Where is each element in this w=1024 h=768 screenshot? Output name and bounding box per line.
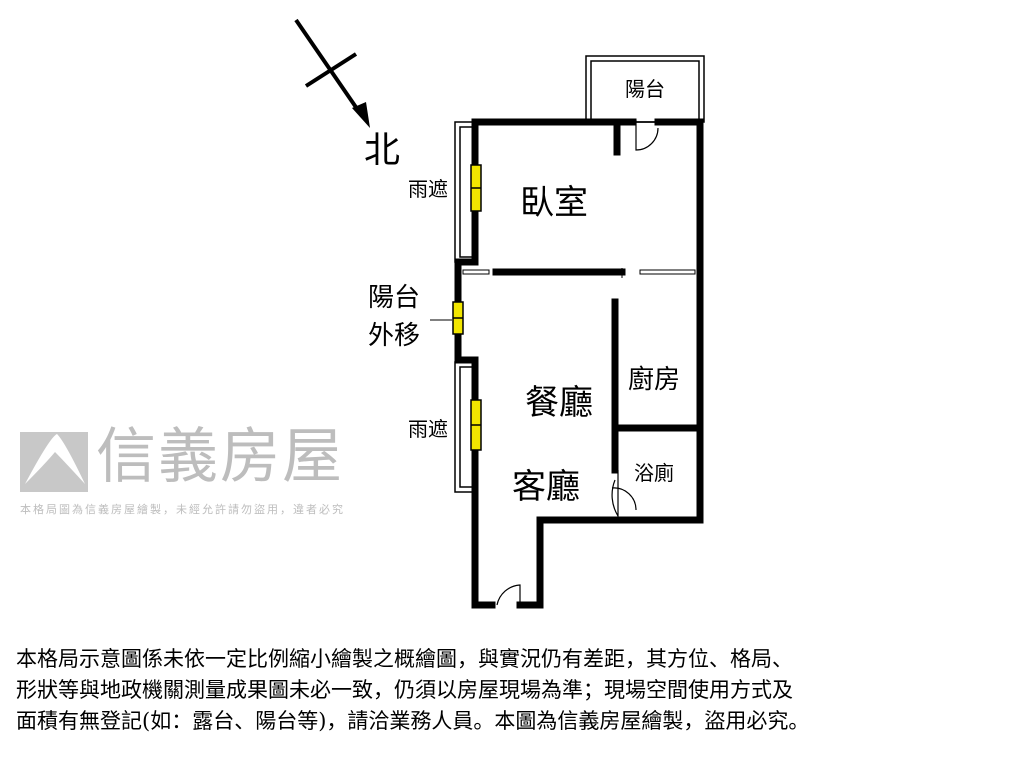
room-label-bedroom: 臥室 — [520, 183, 588, 223]
room-label-balcony: 陽台 — [625, 77, 665, 101]
watermark-notice: 本格局圖為信義房屋繪製，未經允許請勿盜用，違者必究 — [20, 503, 345, 516]
north-arrow-icon — [294, 18, 370, 128]
room-label-living: 客廳 — [512, 467, 580, 507]
disclaimer-line: 面積有無登記(如：露台、陽台等)，請洽業務人員。本圖為信義房屋繪製，盜用必究。 — [16, 709, 810, 733]
label-rain-shade-lower: 雨遮 — [408, 417, 448, 441]
watermark-brand: 信義房屋 — [96, 422, 344, 492]
label-rain-shade-upper: 雨遮 — [408, 177, 448, 201]
door-swing — [496, 120, 659, 608]
window — [452, 164, 482, 451]
sliding-door — [462, 268, 696, 278]
label-balcony-moved-1: 陽台 — [368, 283, 421, 313]
label-balcony-moved-2: 外移 — [368, 321, 421, 351]
room-label-bathroom: 浴廁 — [634, 461, 674, 485]
disclaimer: 本格局示意圖係未依一定比例縮小繪製之概繪圖，與實況仍有差距，其方位、格局、 形狀… — [16, 644, 1016, 737]
room-label-dining: 餐廳 — [525, 383, 593, 423]
walls — [454, 118, 704, 609]
compass-label: 北 — [364, 130, 401, 171]
disclaimer-line: 本格局示意圖係未依一定比例縮小繪製之概繪圖，與實況仍有差距，其方位、格局、 — [16, 647, 793, 671]
balcony-outline — [585, 55, 705, 123]
room-label-kitchen: 廚房 — [628, 365, 681, 395]
disclaimer-line: 形狀等與地政機關測量成果圖未必一致，仍須以房屋現場為準；現場空間使用方式及 — [16, 678, 793, 702]
